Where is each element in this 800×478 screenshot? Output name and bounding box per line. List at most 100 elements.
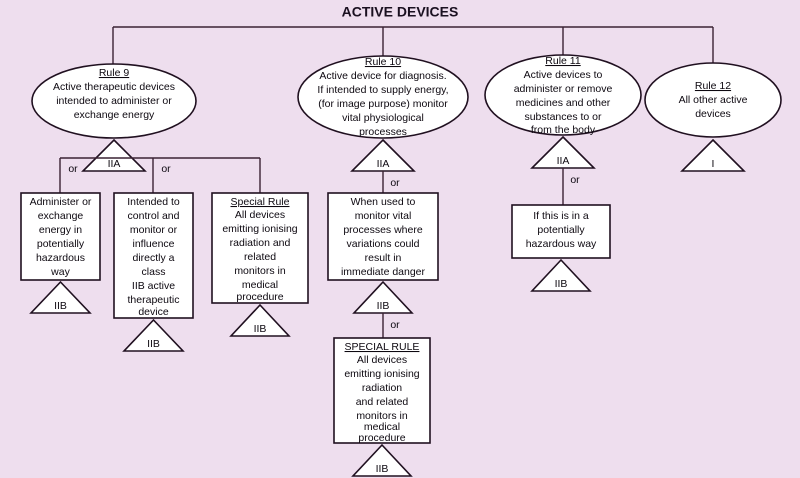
branch-monitor-vital-box[interactable] [327,192,439,281]
rule-10-or-label: or [390,177,400,189]
rule-12-classification: I [712,158,715,170]
branch-special-rule-bottom-line-1: All devices [357,354,407,366]
branch-special-rule-ionising-line-5: monitors in [234,265,286,277]
rule-10-ellipse[interactable] [297,55,469,139]
branch-special-rule-ionising-classification: IIB [254,323,267,335]
branch-administer-energy-class-triangle[interactable]: IIB [29,280,92,314]
node-branch-monitor-vital[interactable]: When used to monitor vital processes whe… [327,192,439,281]
rule-11-class-triangle[interactable]: IIA [530,135,596,169]
branch-special-rule-bottom-triangle[interactable] [351,443,413,477]
branch-hazardous-way-box[interactable] [511,204,611,259]
branch-control-monitor-line-6: class [142,266,166,278]
branch-hazardous-way-line-1: If this is in a [533,210,589,222]
rule-9-line-3: exchange energy [74,109,155,121]
branch-control-monitor-line-1: Intended to [127,196,180,208]
branch-special-rule-bottom-class-triangle[interactable]: IIB [351,443,413,477]
branch-monitor-vital-line-4: variations could [347,238,420,250]
branch-administer-energy-line-3: energy in [39,224,82,236]
branch-control-monitor-line-5: directly a [132,252,174,264]
rule-10-line-4: vital physiological [342,112,424,124]
node-rule-11[interactable]: Rule 11 Active devices to administer or … [484,54,642,136]
node-branch-special-rule-ionising[interactable]: Special Rule All devices emitting ionisi… [211,192,309,304]
branch-monitor-vital-classification: IIB [377,300,390,312]
rule-10-line-1: Active device for diagnosis. [319,70,446,82]
node-rule-10[interactable]: Rule 10 Active device for diagnosis. If … [297,55,469,139]
branch-administer-energy-classification: IIB [54,300,67,312]
rule-11-line-5: from the body [531,124,596,136]
branch-special-rule-bottom-box[interactable] [333,337,431,444]
branch-special-rule-ionising-triangle[interactable] [229,303,291,337]
rule-11-line-2: administer or remove [514,83,613,95]
rule-12-line-1: All other active [679,94,748,106]
branch-control-monitor-line-4: influence [132,238,174,250]
top-connector-bus [112,26,714,66]
branch-administer-energy-line-5: hazardous [36,252,85,264]
branch-control-monitor-line-9: device [138,306,169,318]
node-rule-9[interactable]: Rule 9 Active therapeutic devices intend… [31,63,197,139]
branch-administer-energy-box[interactable] [20,192,101,281]
branch-special-rule-ionising-line-7: procedure [236,291,283,303]
rule-9-ellipse[interactable] [31,63,197,139]
branch-monitor-vital-or-label: or [390,319,400,331]
branch-special-rule-ionising-line-3: radiation and [230,237,291,249]
rule-11-heading: Rule 11 [545,55,581,67]
branch-control-monitor-class-triangle[interactable]: IIB [122,318,185,352]
rule-9-line-2: intended to administer or [56,95,172,107]
branch-control-monitor-box[interactable] [113,192,194,319]
node-branch-administer-energy[interactable]: Administer or exchange energy in potenti… [20,192,101,281]
branch-control-monitor-line-7: IIB active [132,280,175,292]
branch-special-rule-bottom-line-2: emitting ionising [344,368,419,380]
branch-control-monitor-line-3: monitor or [130,224,178,236]
rule-10-class-triangle[interactable]: IIA [350,138,416,172]
rule-9-triangle[interactable] [81,138,147,172]
branch-special-rule-bottom-line-3: radiation [362,382,402,394]
branch-control-monitor-line-2: control and [128,210,180,222]
branch-hazardous-way-class-triangle[interactable]: IIB [530,258,592,292]
rule-10-classification: IIA [377,158,390,170]
rule-11-line-3: medicines and other [516,97,611,109]
branch-monitor-vital-class-triangle[interactable]: IIB [352,280,414,314]
branch-special-rule-bottom-line-7: procedure [358,432,405,444]
rule-10-line-2: If intended to supply energy, [317,84,448,96]
branch-control-monitor-classification: IIB [147,338,160,350]
rule-9-heading: Rule 9 [99,67,130,79]
rule-11-ellipse[interactable] [484,54,642,136]
branch-hazardous-way-line-2: potentially [537,224,585,236]
branch-special-rule-bottom-line-4: and related [356,396,409,408]
rule-9-line-1: Active therapeutic devices [53,81,175,93]
rule-9-or-label-right: or [161,163,171,175]
branch-monitor-vital-line-5: result in [365,252,402,264]
branch-special-rule-ionising-line-2: emitting ionising [222,223,297,235]
branch-monitor-vital-connector: or [382,313,400,338]
rule-12-class-triangle[interactable]: I [680,138,746,172]
node-rule-12[interactable]: Rule 12 All other active devices [644,62,782,138]
branch-special-rule-ionising-class-triangle[interactable]: IIB [229,303,291,337]
branch-hazardous-way-line-3: hazardous way [526,238,597,250]
rule-9-class-triangle[interactable]: IIA [81,138,147,172]
branch-administer-energy-triangle[interactable] [29,280,92,314]
node-branch-control-monitor[interactable]: Intended to control and monitor or influ… [113,192,194,319]
rule-11-line-1: Active devices to [524,69,603,81]
rule-10-branch-connector: or [382,171,400,193]
branch-special-rule-ionising-box[interactable] [211,192,309,304]
node-branch-special-rule-bottom[interactable]: SPECIAL RULE All devices emitting ionisi… [333,337,431,444]
rule-10-line-5: processes [359,126,407,138]
rule-11-classification: IIA [557,155,570,167]
rule-10-line-3: (for image purpose) monitor [318,98,448,110]
branch-monitor-vital-line-1: When used to [351,196,416,208]
branch-monitor-vital-line-2: monitor vital [355,210,412,222]
rule-12-heading: Rule 12 [695,80,731,92]
branch-special-rule-ionising-heading: Special Rule [231,196,290,208]
rule-11-line-4: substances to or [524,111,602,123]
rule-12-ellipse[interactable] [644,62,782,138]
rule-12-triangle[interactable] [680,138,746,172]
branch-control-monitor-triangle[interactable] [122,318,185,352]
rule-10-heading: Rule 10 [365,56,401,68]
branch-hazardous-way-triangle[interactable] [530,258,592,292]
page-title: ACTIVE DEVICES [342,4,459,20]
branch-administer-energy-line-6: way [50,266,70,278]
rule-9-classification: IIA [108,158,121,170]
node-branch-hazardous-way[interactable]: If this is in a potentially hazardous wa… [511,204,611,259]
rule-11-branch-connector: or [562,168,580,205]
